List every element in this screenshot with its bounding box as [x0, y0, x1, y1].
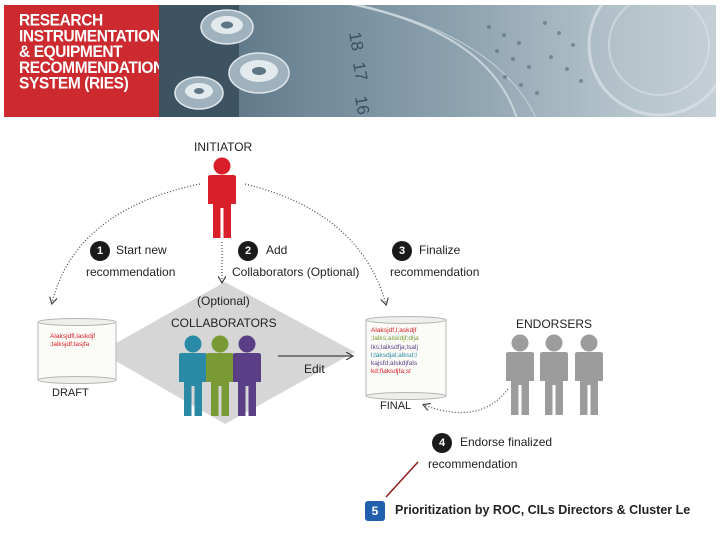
draft-line: ;lalksjdf;lasjfa	[50, 341, 90, 349]
title-line: & EQUIPMENT	[19, 43, 123, 62]
draft-text: Alaksjdfl,laskdjf ;lalksjdf;lasjfa	[50, 333, 95, 350]
step-3-title: Finalize	[419, 243, 461, 257]
collaborators-label: COLLABORATORS	[171, 316, 277, 330]
final-line: kajsfd;alskdjfals	[371, 360, 418, 368]
step-1-badge: 1	[90, 241, 110, 261]
system-title: RESEARCH INSTRUMENTATION & EQUIPMENT REC…	[19, 11, 164, 93]
brand-panel: RESEARCH INSTRUMENTATION & EQUIPMENT REC…	[4, 5, 164, 117]
endorser-icon	[506, 334, 534, 415]
final-line: Alaksjdf,l;askdjf	[371, 327, 417, 334]
final-line: ;lalks;alskdjf;dlja	[371, 335, 419, 343]
arrow-endorse	[424, 388, 509, 414]
step-2-title: Add	[266, 243, 288, 257]
draft-line: Alaksjdfl,laskdjf	[50, 333, 96, 340]
title-line: RESEARCH	[19, 11, 103, 30]
dial-number: 18	[345, 30, 367, 52]
header-banner: RESEARCH INSTRUMENTATION & EQUIPMENT REC…	[4, 5, 716, 117]
draft-document	[37, 318, 117, 384]
dial-number: 17	[349, 60, 371, 82]
draft-label: DRAFT	[52, 387, 89, 399]
endorser-icon	[540, 334, 568, 415]
collaborators-optional-label: (Optional)	[197, 294, 250, 308]
final-line: kd;flaksdjfa;sl	[371, 368, 411, 376]
arrow-finalize	[244, 183, 386, 304]
step-2-badge: 2	[238, 241, 258, 261]
step-3-subtitle: recommendation	[390, 265, 480, 279]
initiator-person-icon	[208, 157, 236, 238]
endorser-icon	[575, 334, 603, 415]
final-line: lks;lalksdfja;lsalj	[371, 343, 418, 351]
step-1-title: Start new	[116, 243, 167, 257]
step-4-title: Endorse finalized	[460, 435, 553, 449]
final-line: l;laksdjal;alksd;l	[371, 351, 417, 359]
step-3-badge: 3	[392, 241, 412, 261]
final-document	[365, 316, 447, 400]
dial-number: 16	[351, 94, 373, 116]
title-line: RECOMMENDATION	[19, 59, 164, 78]
final-text: Alaksjdf,l;askdjf ;lalks;alskdjf;dlja lk…	[371, 327, 419, 377]
step-5-badge: 5	[365, 501, 385, 521]
step-5-text: Prioritization by ROC, CILs Directors & …	[395, 503, 691, 517]
endorsers-label: ENDORSERS	[516, 317, 593, 331]
step-4-subtitle: recommendation	[428, 457, 518, 471]
title-line: INSTRUMENTATION	[19, 27, 161, 46]
instrument-photo: 18 17 16	[159, 5, 716, 117]
initiator-label: INITIATOR	[194, 140, 253, 154]
step-2-subtitle: Collaborators (Optional)	[232, 265, 360, 279]
title-line: SYSTEM (RIES)	[19, 74, 129, 93]
final-label: FINAL	[380, 400, 412, 412]
step5-pointer	[385, 461, 419, 498]
step-1-subtitle: recommendation	[86, 265, 176, 279]
edit-label: Edit	[304, 362, 325, 376]
step-4-badge: 4	[432, 433, 452, 453]
